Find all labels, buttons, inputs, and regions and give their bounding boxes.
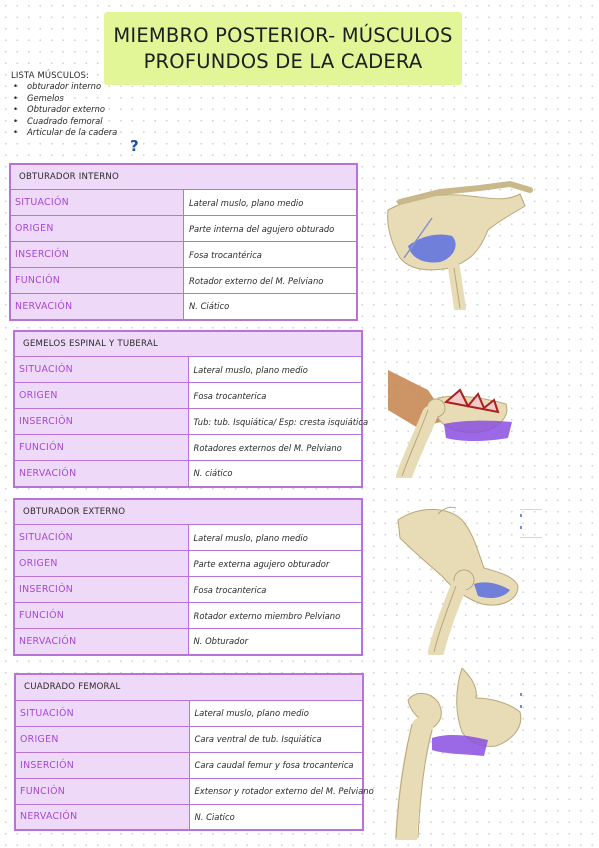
row-value: Fosa trocanterica: [187, 382, 363, 409]
pelvis-illustration-obturador-interno: [387, 180, 533, 310]
pelvis-illustration-obturador-externo: [397, 506, 519, 655]
title-banner: MIEMBRO POSTERIOR- MÚSCULOS PROFUNDOS DE…: [104, 12, 462, 85]
row-label: INSERCIÓN: [14, 751, 190, 779]
row-value: Rotador externo del M. Pelviano: [183, 267, 358, 294]
table-header: CUADRADO FEMORAL: [14, 673, 364, 701]
row-label: INSERCIÓN: [9, 241, 184, 268]
row-label: SITUACIÓN: [9, 189, 184, 216]
row-value: Cara caudal femur y fosa trocanterica: [188, 751, 364, 779]
margin-tick: [520, 705, 522, 708]
row-value: Parte externa agujero obturador: [187, 550, 363, 577]
margin-mark: [520, 537, 542, 538]
muscle-list: LISTA MÚSCULOS: obturador interno Gemelo…: [11, 70, 117, 139]
row-label: INSERCIÓN: [13, 576, 189, 603]
row-label: FUNCIÓN: [9, 267, 184, 294]
row-label: ORIGEN: [14, 725, 190, 753]
row-label: ORIGEN: [13, 550, 189, 577]
row-label: NERVACIÓN: [14, 803, 190, 831]
row-label: FUNCIÓN: [13, 434, 189, 461]
list-item: Cuadrado femoral: [11, 116, 117, 128]
row-value: N. Obturador: [187, 628, 363, 655]
row-value: N. Ciático: [183, 293, 358, 320]
hip-illustration-gemelos: [388, 370, 512, 478]
row-value: Lateral muslo, plano medio: [188, 699, 364, 727]
muscle-list-items: obturador interno Gemelos Obturador exte…: [11, 81, 117, 138]
row-value: N. ciático: [187, 460, 363, 487]
row-value: Fosa trocanterica: [187, 576, 363, 603]
row-value: Rotador externo miembro Pelviano: [187, 602, 363, 629]
table-header: GEMELOS ESPINAL Y TUBERAL: [13, 330, 363, 357]
page-title-line-1: MIEMBRO POSTERIOR- MÚSCULOS: [113, 23, 453, 47]
row-value: Lateral muslo, plano medio: [187, 356, 363, 383]
list-item: obturador interno: [11, 81, 117, 93]
row-label: SITUACIÓN: [14, 699, 190, 727]
row-value: Fosa trocantérica: [183, 241, 358, 268]
row-label: SITUACIÓN: [13, 356, 189, 383]
row-value: Cara ventral de tub. Isquiática: [188, 725, 364, 753]
row-label: INSERCIÓN: [13, 408, 189, 435]
margin-tick: [520, 514, 522, 517]
row-label: ORIGEN: [13, 382, 189, 409]
table-header: OBTURADOR INTERNO: [9, 163, 358, 190]
list-item: Obturador externo: [11, 104, 117, 116]
question-mark: ?: [130, 137, 139, 155]
row-value: Tub: tub. Isquiática/ Esp: cresta isquiá…: [187, 408, 368, 435]
margin-tick: [520, 526, 522, 529]
table-header: OBTURADOR EXTERNO: [13, 498, 363, 525]
row-label: SITUACIÓN: [13, 524, 189, 551]
row-label: FUNCIÓN: [13, 602, 189, 629]
muscle-list-heading: LISTA MÚSCULOS:: [11, 70, 90, 80]
row-label: FUNCIÓN: [14, 777, 190, 805]
row-value: Lateral muslo, plano medio: [187, 524, 363, 551]
row-value: Extensor y rotador externo del M. Pelvia…: [188, 777, 374, 805]
margin-mark: [520, 509, 542, 510]
row-label: NERVACIÓN: [13, 460, 189, 487]
hip-illustration-cuadrado-femoral: [395, 668, 522, 840]
list-item: Gemelos: [11, 93, 117, 105]
row-label: NERVACIÓN: [13, 628, 189, 655]
row-label: NERVACIÓN: [9, 293, 184, 320]
row-value: Lateral muslo, plano medio: [183, 189, 358, 216]
row-value: N. Ciatico: [188, 803, 364, 831]
row-value: Parte interna del agujero obturado: [183, 215, 358, 242]
row-value: Rotadores externos del M. Pelviano: [187, 434, 363, 461]
list-item: Articular de la cadera: [11, 127, 117, 139]
margin-tick: [520, 693, 522, 696]
page-title-line-2: PROFUNDOS DE LA CADERA: [143, 49, 423, 73]
row-label: ORIGEN: [9, 215, 184, 242]
